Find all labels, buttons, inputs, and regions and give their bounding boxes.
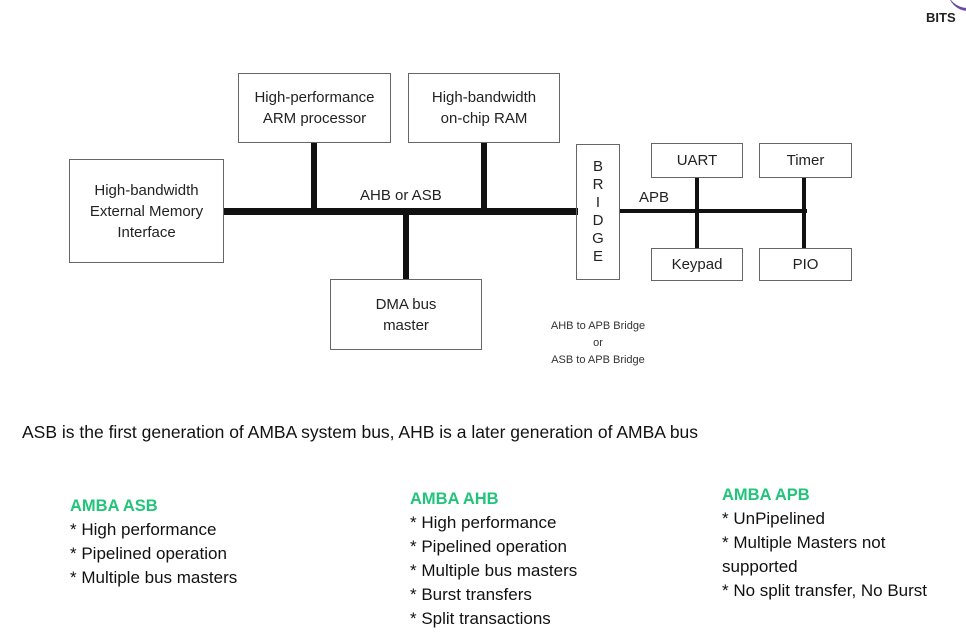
ahb-heading: AMBA AHB [410,490,499,508]
ahb-item: * Burst transfers [410,585,532,604]
ahb-column: AMBA AHB * High performance * Pipelined … [410,487,670,631]
apb-item: * UnPipelined [722,509,826,528]
keypad-box: Keypad [651,248,743,281]
timer-box: Timer [759,143,852,178]
pio-box: PIO [759,248,852,281]
bridge-letter: R [592,176,604,193]
asb-item: * Pipelined operation [70,544,227,563]
bridge-note-line: or [593,337,603,349]
arm-processor-box: High-performance ARM processor [238,73,391,143]
bridge-letter: E [592,248,603,265]
dma-bus-stub [403,212,409,280]
statement-text: ASB is the first generation of AMBA syst… [22,422,699,442]
cpu-bus-stub [311,142,317,212]
bridge-letter: I [595,194,601,211]
apb-heading: AMBA APB [722,486,810,504]
apb-bus [620,209,807,213]
bridge-letter: G [592,230,604,247]
bridge-letter: B [592,158,603,175]
asb-item: * Multiple bus masters [70,568,238,587]
ahb-item: * Multiple bus masters [410,561,578,580]
dma-master-box: DMA bus master [330,279,482,350]
external-memory-box: High-bandwidth External Memory Interface [69,159,224,263]
uart-box: UART [651,143,743,178]
ahb-item: * Split transactions [410,609,551,628]
apb-label: APB [639,189,670,206]
apb-item: * Multiple Masters not supported [722,533,886,576]
bridge-box: B R I D G E [576,144,620,280]
asb-column: AMBA ASB * High performance * Pipelined … [70,494,330,590]
ahb-item: * High performance [410,513,557,532]
asb-heading: AMBA ASB [70,497,158,515]
timer-pio-link [802,178,806,250]
apb-column: AMBA APB * UnPipelined * Multiple Master… [722,483,937,603]
bridge-letter: D [592,212,604,229]
main-bus [222,208,578,215]
ram-bus-stub [481,142,487,212]
asb-item: * High performance [70,520,217,539]
bridge-note-line: ASB to APB Bridge [551,354,645,366]
apb-item: * No split transfer, No Burst [722,581,928,600]
uart-keypad-link [695,178,699,250]
logo-text: BITS [926,10,956,25]
bridge-note: AHB to APB Bridge or ASB to APB Bridge [528,318,668,369]
bridge-note-line: AHB to APB Bridge [550,320,646,332]
ahb-item: * Pipelined operation [410,537,567,556]
onchip-ram-box: High-bandwidth on-chip RAM [408,73,560,143]
main-bus-label: AHB or ASB [360,187,442,204]
